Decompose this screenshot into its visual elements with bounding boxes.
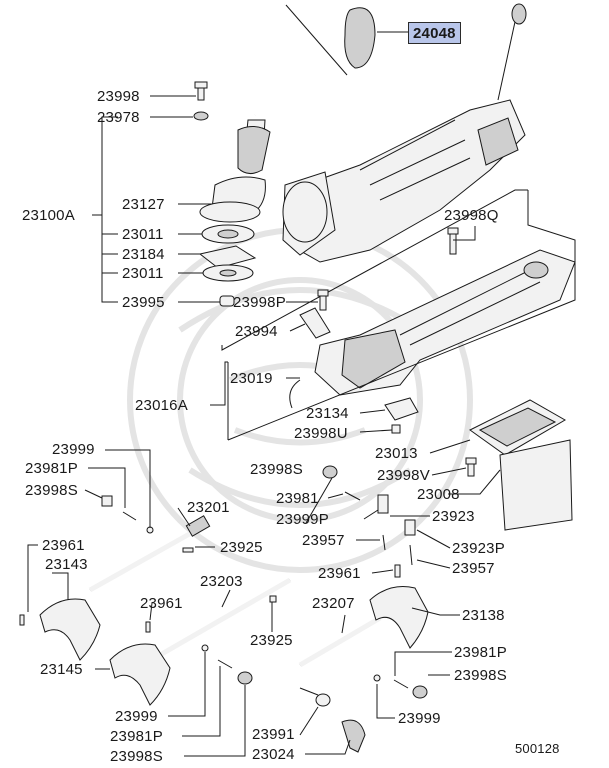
part-label-23981p-lower[interactable]: 23981P: [110, 728, 163, 745]
part-label-23100a[interactable]: 23100A: [22, 207, 75, 224]
part-label-23998s-lower[interactable]: 23998S: [110, 748, 163, 765]
part-label-23999-right[interactable]: 23999: [398, 710, 441, 727]
part-label-23998s-upper[interactable]: 23998S: [25, 482, 78, 499]
part-label-23013[interactable]: 23013: [375, 445, 418, 462]
part-label-23961-right[interactable]: 23961: [318, 565, 361, 582]
part-label-23016a[interactable]: 23016A: [135, 397, 188, 414]
part-label-23138[interactable]: 23138: [462, 607, 505, 624]
shift-forks: [39, 586, 429, 706]
small-hardware: [19, 465, 428, 753]
part-label-23998p[interactable]: 23998P: [233, 294, 286, 311]
part-label-23998s-mid[interactable]: 23998S: [250, 461, 303, 478]
part-label-23201[interactable]: 23201: [187, 499, 230, 516]
diagram-id: 500128: [515, 741, 560, 756]
part-label-23024[interactable]: 23024: [252, 746, 295, 763]
part-label-23008[interactable]: 23008: [417, 486, 460, 503]
part-label-23134[interactable]: 23134: [306, 405, 349, 422]
part-label-23991[interactable]: 23991: [252, 726, 295, 743]
part-label-23925-upper[interactable]: 23925: [220, 539, 263, 556]
transmission-housing: [282, 3, 527, 263]
part-label-23998u[interactable]: 23998U: [294, 425, 348, 442]
part-label-23999p[interactable]: 23999P: [276, 511, 329, 528]
part-label-23999-lower[interactable]: 23999: [115, 708, 158, 725]
part-label-23981p-upper[interactable]: 23981P: [25, 460, 78, 477]
leader-lines: [27, 95, 501, 757]
group-outlines: [221, 189, 576, 441]
part-label-23978[interactable]: 23978: [97, 109, 140, 126]
shift-cover-assembly: [314, 249, 576, 396]
part-label-23961-middle[interactable]: 23961: [140, 595, 183, 612]
part-label-23998q[interactable]: 23998Q: [444, 207, 499, 224]
part-label-23011-b[interactable]: 23011: [122, 265, 164, 282]
part-label-23145[interactable]: 23145: [40, 661, 83, 678]
part-label-23127[interactable]: 23127: [122, 196, 165, 213]
part-label-23011-a[interactable]: 23011: [122, 226, 164, 243]
gasket-and-plate: [465, 399, 573, 531]
part-label-23994[interactable]: 23994: [235, 323, 278, 340]
part-label-23207[interactable]: 23207: [312, 595, 355, 612]
part-label-23923p[interactable]: 23923P: [452, 540, 505, 557]
part-label-23981p-right[interactable]: 23981P: [454, 644, 507, 661]
part-label-23998[interactable]: 23998: [97, 88, 140, 105]
part-label-23957-right[interactable]: 23957: [452, 560, 495, 577]
part-label-23999-upper[interactable]: 23999: [52, 441, 95, 458]
part-label-24048[interactable]: 24048: [408, 22, 461, 44]
part-label-23998s-right[interactable]: 23998S: [454, 667, 507, 684]
part-label-23961-left[interactable]: 23961: [42, 537, 85, 554]
part-label-23995[interactable]: 23995: [122, 294, 165, 311]
top-bolt: [193, 81, 209, 121]
part-label-23923[interactable]: 23923: [432, 508, 475, 525]
part-label-23998v[interactable]: 23998V: [377, 467, 430, 484]
part-label-23957-left[interactable]: 23957: [302, 532, 345, 549]
part-label-23019[interactable]: 23019: [230, 370, 273, 387]
shift-rails: [88, 515, 382, 668]
part-label-23925-lower[interactable]: 23925: [250, 632, 293, 649]
shift-lever-assembly: [198, 4, 287, 307]
cover-small-parts: [289, 227, 459, 434]
part-label-23184[interactable]: 23184: [122, 246, 165, 263]
shift-knob: [285, 4, 408, 76]
part-label-23981[interactable]: 23981: [276, 490, 319, 507]
part-label-23143[interactable]: 23143: [45, 556, 88, 573]
part-label-23203[interactable]: 23203: [200, 573, 243, 590]
